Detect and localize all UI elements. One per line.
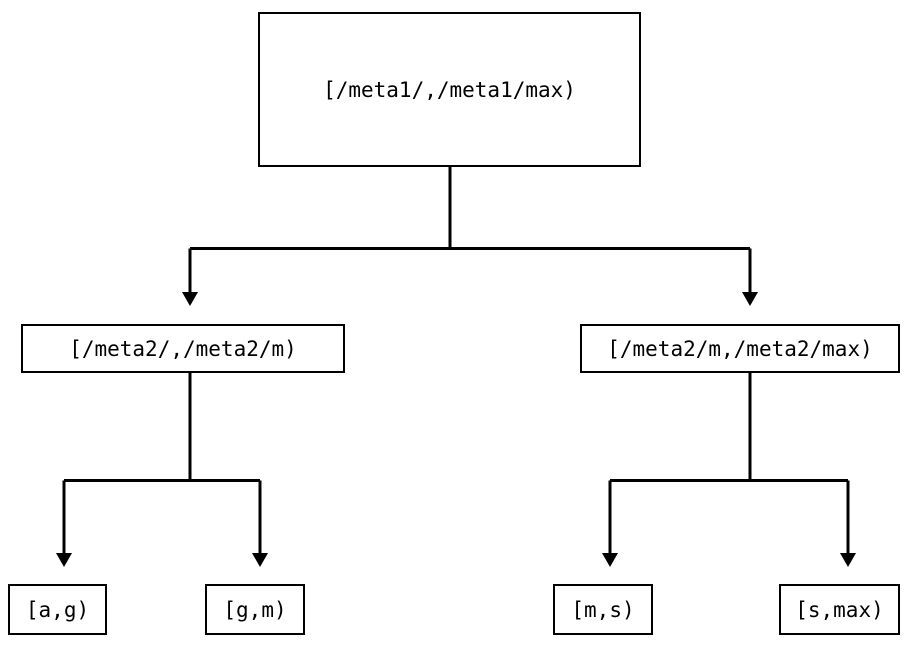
edge-root-to-level1 [188,167,752,293]
arrowhead-to-mid-left [182,292,198,306]
node-root-label: [/meta1/,/meta1/max) [323,77,576,102]
node-root[interactable]: [/meta1/,/meta1/max) [258,12,641,167]
arrowhead-to-leaf-ms [602,553,618,567]
node-leaf-ag-label: [a,g) [25,597,90,622]
arrowhead-to-leaf-smax [840,553,856,567]
node-mid-right-label: [/meta2/m,/meta2/max) [607,336,873,361]
node-leaf-gm[interactable]: [g,m) [205,584,305,635]
node-mid-right[interactable]: [/meta2/m,/meta2/max) [580,324,900,373]
edge-midleft-to-leaves [62,373,262,554]
edge-midright-to-leaves [608,373,850,554]
arrowhead-to-leaf-ag [56,553,72,567]
node-mid-left-label: [/meta2/,/meta2/m) [69,336,297,361]
node-mid-left[interactable]: [/meta2/,/meta2/m) [21,324,345,373]
arrowhead-to-leaf-gm [252,553,268,567]
node-leaf-ag[interactable]: [a,g) [8,584,107,635]
arrowhead-to-mid-right [742,292,758,306]
node-leaf-smax[interactable]: [s,max) [779,584,900,635]
node-leaf-ms[interactable]: [m,s) [553,584,653,635]
node-leaf-gm-label: [g,m) [223,597,287,622]
node-leaf-smax-label: [s,max) [795,597,884,622]
node-leaf-ms-label: [m,s) [571,597,635,622]
